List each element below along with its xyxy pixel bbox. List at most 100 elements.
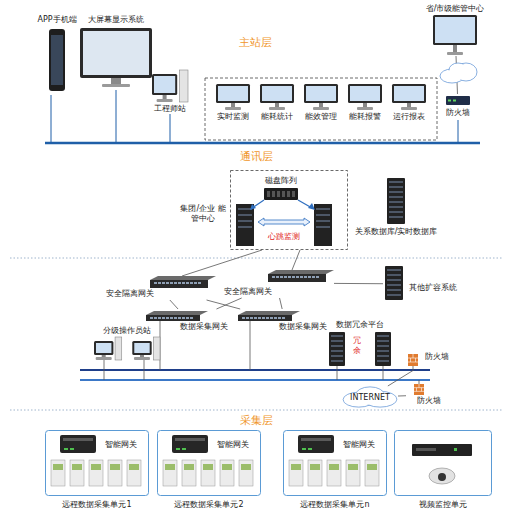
shape-rect [291, 464, 301, 470]
shape-path [414, 384, 424, 391]
node-label: 工程师站 [148, 104, 192, 114]
shape-rect [158, 317, 161, 319]
shape-rect [367, 464, 377, 470]
shape-rect [129, 464, 139, 470]
node-label: 智能网关 [212, 440, 254, 450]
node-label: 关系数据库/实时数据库 [350, 227, 442, 237]
node-label: 省/市级能管中心 [412, 4, 498, 14]
shape-rect [377, 345, 389, 347]
shape-rect [447, 52, 463, 55]
node-label: 大屏幕显示系统 [80, 15, 152, 25]
shape-rect [331, 340, 343, 342]
connector-line [388, 370, 414, 386]
shape-rect [277, 191, 280, 197]
shape-rect [308, 276, 311, 278]
shape-rect [389, 216, 403, 218]
shape-rect [182, 448, 186, 450]
shape-rect [300, 276, 303, 278]
shape-rect [298, 435, 334, 453]
shape-rect [158, 431, 261, 496]
connector-line [280, 298, 283, 309]
shape-rect [162, 282, 165, 284]
shape-path [408, 354, 418, 362]
shape-rect [132, 341, 151, 355]
shape-rect [276, 276, 279, 278]
shape-rect [377, 340, 389, 342]
shape-rect [53, 464, 63, 470]
shape-rect [288, 276, 291, 278]
shape-rect [190, 317, 193, 319]
shape-rect [346, 460, 360, 486]
shape-rect [377, 355, 389, 357]
shape-rect [174, 317, 177, 319]
connector-line [456, 56, 457, 94]
annotation: 心跳监测 [259, 232, 309, 242]
drop-wire [144, 360, 145, 380]
node-label: 安全隔离网关 [218, 287, 278, 297]
shape-rect [102, 84, 130, 87]
shape-rect [258, 317, 261, 319]
database-server: 关系数据库/实时数据库 [350, 176, 442, 238]
server-slot [238, 220, 252, 222]
shape-rect [287, 191, 290, 197]
cloud-shape [449, 63, 467, 77]
shape-rect [446, 96, 470, 105]
shape-rect [70, 460, 84, 486]
shape-rect [190, 282, 193, 284]
shape-rect [331, 345, 343, 347]
shape-rect [387, 284, 401, 286]
heartbeat-arrow [258, 218, 310, 226]
shape-rect [174, 282, 177, 284]
display-wall: 大屏幕显示系统 [80, 15, 152, 90]
shape-rect [163, 460, 177, 486]
server-slot [238, 226, 252, 228]
acquisition-unit: 远程数据采集单元1智能网关 [45, 430, 149, 512]
shape-circle [438, 473, 446, 481]
shape-rect [448, 100, 451, 102]
layer-title: 采集层 [226, 414, 286, 428]
shape-rect [83, 31, 149, 75]
shape-rect [375, 332, 391, 366]
function-monitor: 能耗报警 [344, 84, 386, 124]
server-slot [238, 214, 252, 216]
shape-rect [387, 178, 405, 224]
server-slot [316, 226, 330, 228]
shape-rect [91, 464, 101, 470]
drop-wire [383, 366, 384, 380]
shape-rect [275, 103, 279, 107]
shape-polygon [150, 276, 216, 280]
shape-rect [175, 438, 205, 441]
layer-title: 通讯层 [226, 150, 286, 164]
shape-rect [308, 460, 322, 486]
shape-rect [453, 45, 457, 52]
node-label: 远程数据采集单元2 [157, 500, 261, 510]
connector-line [398, 395, 406, 396]
shape-rect [182, 282, 185, 284]
shape-ellipse [429, 468, 455, 484]
shape-rect [389, 201, 403, 203]
cloud-shape [440, 69, 464, 83]
node-label: 分级操作员站 [94, 326, 160, 336]
shape-rect [327, 460, 341, 486]
shape-rect [262, 317, 265, 319]
internet-cloud: INTERNET [342, 386, 398, 408]
server-group: 集团/企业 能管中心磁盘阵列 [180, 170, 348, 250]
node-label: INTERNET [342, 393, 398, 403]
shape-rect [387, 294, 401, 296]
server-icon [314, 204, 332, 246]
link-wire [182, 250, 262, 276]
shape-rect [316, 276, 319, 278]
node-label: 能耗统计 [256, 112, 298, 122]
shape-rect [163, 95, 167, 99]
acquisition-gateway: 数据采集网关 [146, 309, 232, 333]
node-label: 数据采集网关 [176, 322, 232, 332]
shape-rect [389, 191, 403, 193]
shape-rect [331, 335, 343, 337]
function-monitor: 实时监测 [212, 84, 254, 124]
shape-rect [365, 460, 379, 486]
smart-gateway: 智能网关 [172, 435, 254, 455]
isolation-gateway: 安全隔离网关 [218, 268, 334, 298]
shape-rect [239, 460, 253, 486]
shape-rect [178, 282, 181, 284]
shape-rect [331, 350, 343, 352]
